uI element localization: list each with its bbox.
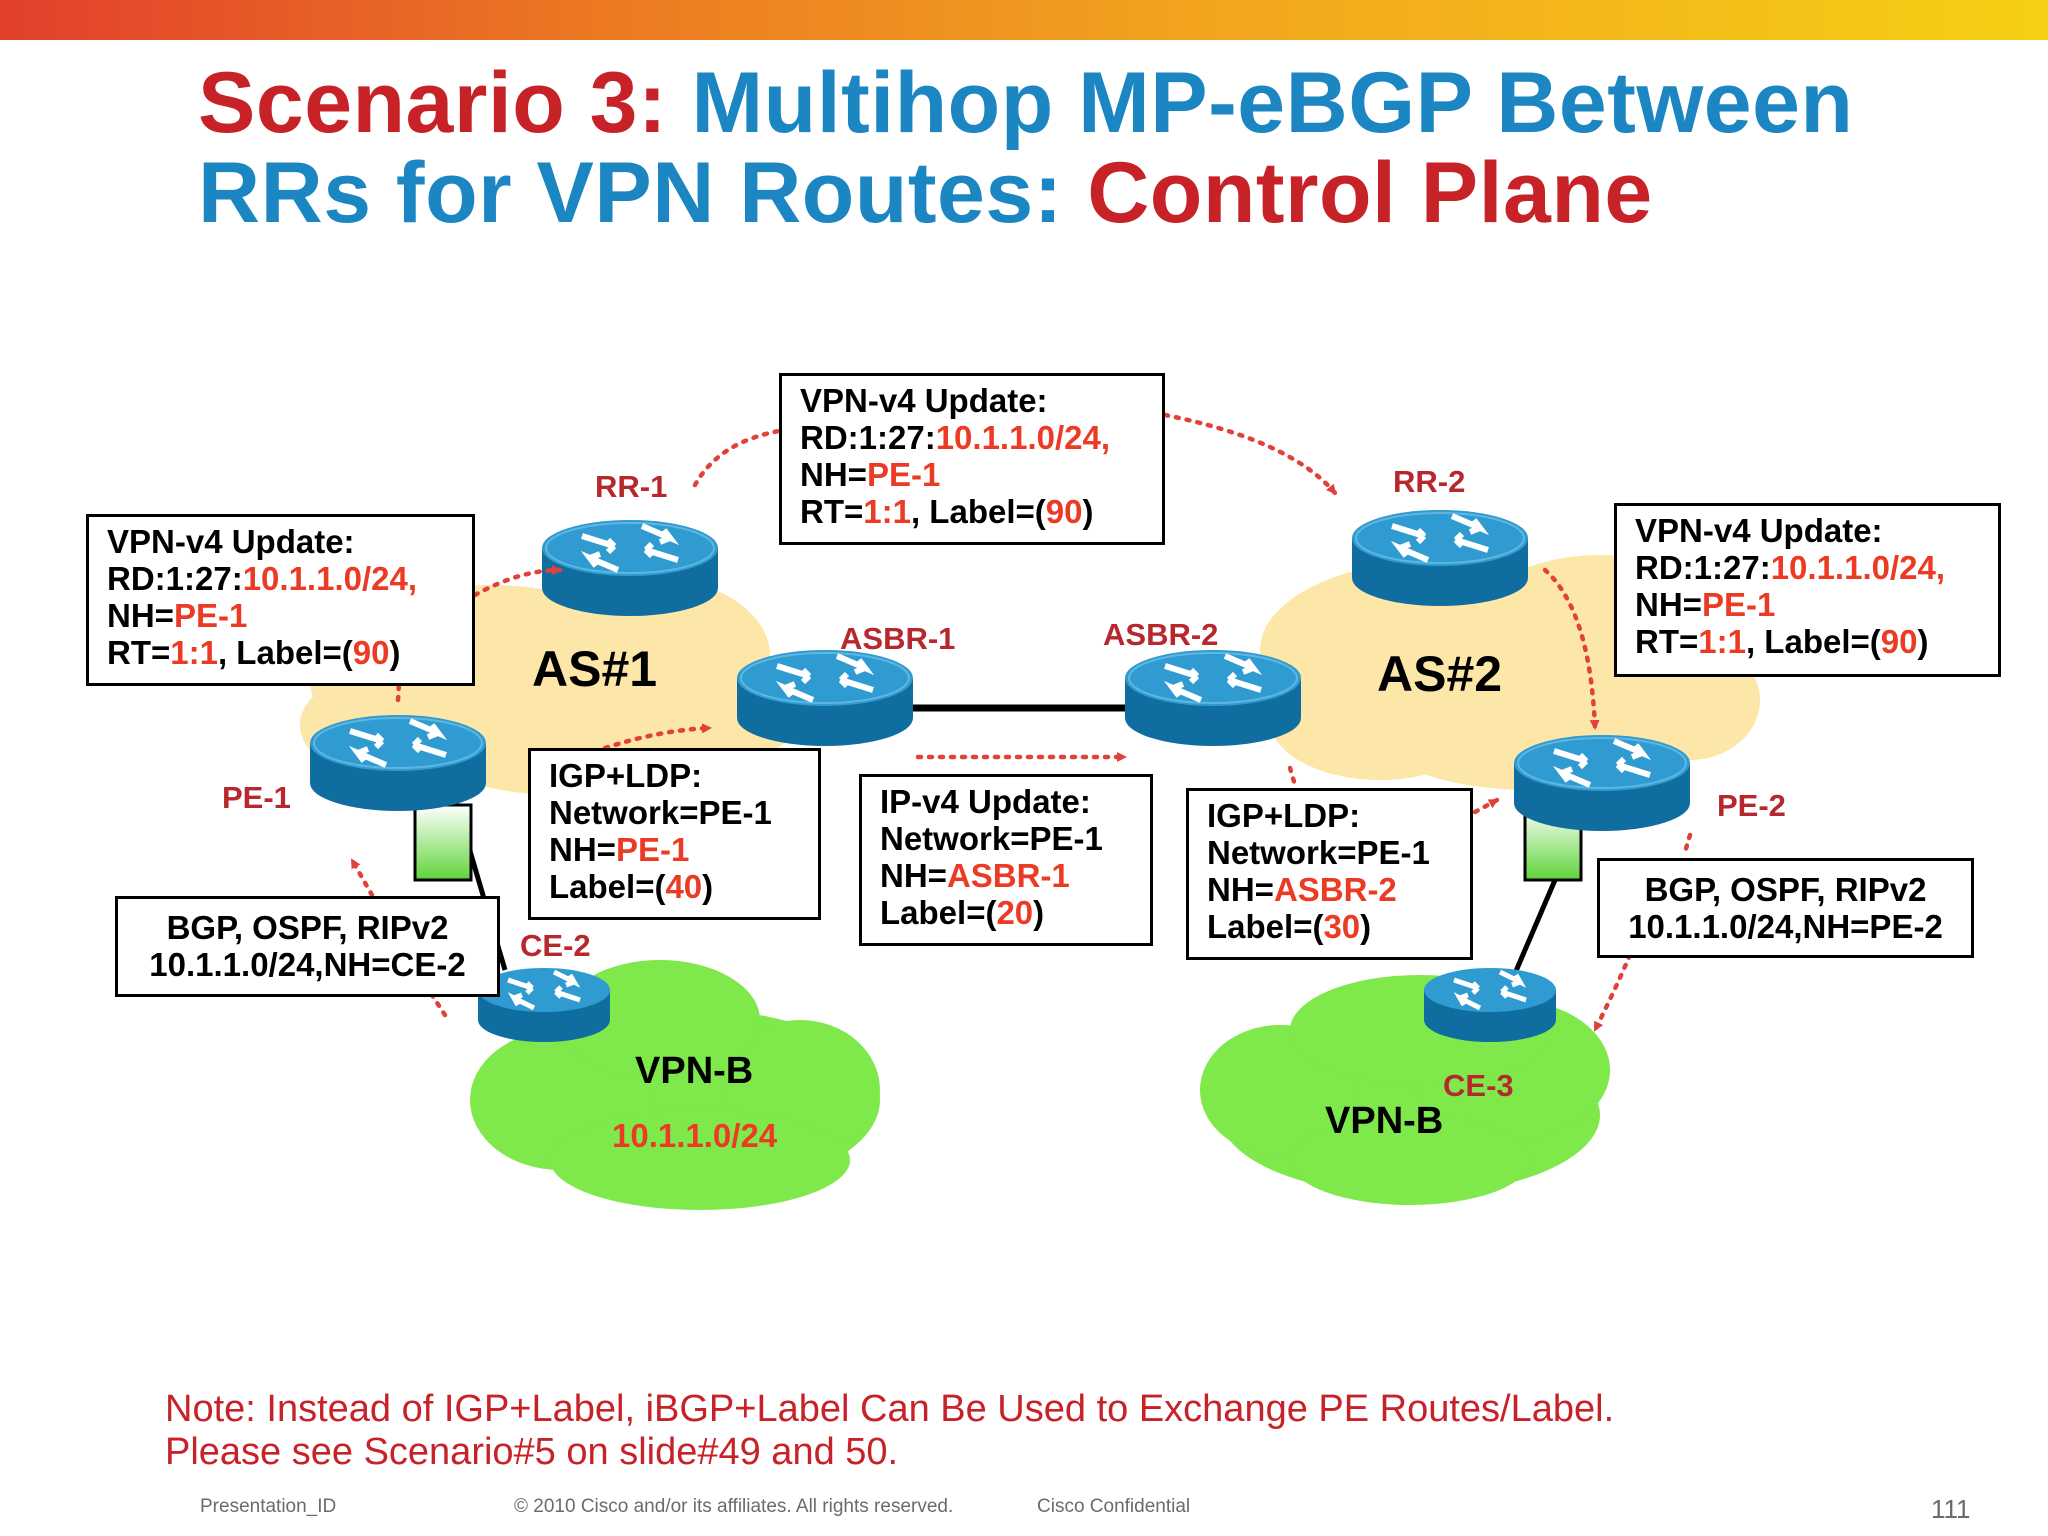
router-ce2-label: CE-2 [520, 928, 591, 963]
arrow-to-pe1 [349, 857, 375, 898]
igp-ldp-box-left: IGP+LDP: Network=PE-1 NH=PE-1 Label=(40) [528, 748, 821, 920]
arrow-pe2-down [1682, 832, 1693, 855]
arrow-to-rr1 [472, 565, 563, 598]
vpn-left-prefix: 10.1.1.0/24 [612, 1117, 778, 1154]
router-rr1-icon [542, 520, 718, 616]
arrow-to-pe2 [1472, 797, 1500, 815]
router-pe1-icon [310, 715, 486, 811]
vpn-left-label: VPN-B [635, 1050, 754, 1092]
top-gradient-bar [0, 0, 2048, 40]
vpnv4-update-box-right: VPN-v4 Update: RD:1:27:10.1.1.0/24, NH=P… [1614, 503, 2001, 677]
bgp-ospf-box-right: BGP, OSPF, RIPv2 10.1.1.0/24,NH=PE-2 [1597, 858, 1974, 958]
footer-presentation-id: Presentation_ID [200, 1496, 337, 1517]
router-asbr2-label: ASBR-2 [1103, 617, 1219, 652]
router-asbr2-icon [1125, 650, 1301, 746]
arrow-to-asbr1 [602, 723, 713, 751]
router-pe2-label: PE-2 [1717, 788, 1786, 823]
router-asbr1-label: ASBR-1 [840, 621, 956, 656]
arrow-to-rr2 [1162, 412, 1338, 496]
router-rr2-label: RR-2 [1393, 464, 1466, 499]
router-rr1-label: RR-1 [595, 469, 668, 504]
as1-label: AS#1 [532, 641, 658, 697]
slide-title: Scenario 3: Multihop MP-eBGP Between RRs… [198, 55, 1854, 241]
router-ce3-label: CE-3 [1443, 1068, 1514, 1103]
ipv4-update-box: IP-v4 Update: Network=PE-1 NH=ASBR-1 Lab… [859, 774, 1153, 946]
arrow-to-ce3 [1592, 952, 1633, 1033]
slide-note: Note: Instead of IGP+Label, iBGP+Label C… [165, 1388, 1615, 1473]
router-pe2-icon [1514, 735, 1690, 831]
router-rr2-icon [1352, 510, 1528, 606]
bgp-ospf-box-left: BGP, OSPF, RIPv2 10.1.1.0/24,NH=CE-2 [115, 896, 500, 997]
igp-ldp-box-right: IGP+LDP: Network=PE-1 NH=ASBR-2 Label=(3… [1186, 788, 1473, 960]
vpn-left-cloud [470, 960, 880, 1210]
arrow-asbr2-down [1287, 765, 1298, 788]
pe1-interface-box [413, 803, 473, 882]
as2-label: AS#2 [1377, 646, 1503, 702]
arrow-rr1-up [692, 427, 788, 488]
router-pe1-label: PE-1 [222, 780, 291, 815]
footer-confidential: Cisco Confidential [1037, 1496, 1191, 1517]
vpnv4-update-box-left: VPN-v4 Update: RD:1:27:10.1.1.0/24, NH=P… [86, 514, 475, 686]
footer-copyright: © 2010 Cisco and/or its affiliates. All … [514, 1496, 954, 1517]
vpnv4-update-box-top: VPN-v4 Update: RD:1:27:10.1.1.0/24, NH=P… [779, 373, 1165, 545]
vpn-right-label: VPN-B [1325, 1100, 1444, 1142]
router-asbr1-icon [737, 650, 913, 746]
pe2-ce3-link [1507, 879, 1558, 986]
router-ce3-icon [1424, 968, 1556, 1042]
arrow-rr2-to-pe2 [1542, 567, 1600, 731]
page-number: 111 [1931, 1494, 1971, 1524]
